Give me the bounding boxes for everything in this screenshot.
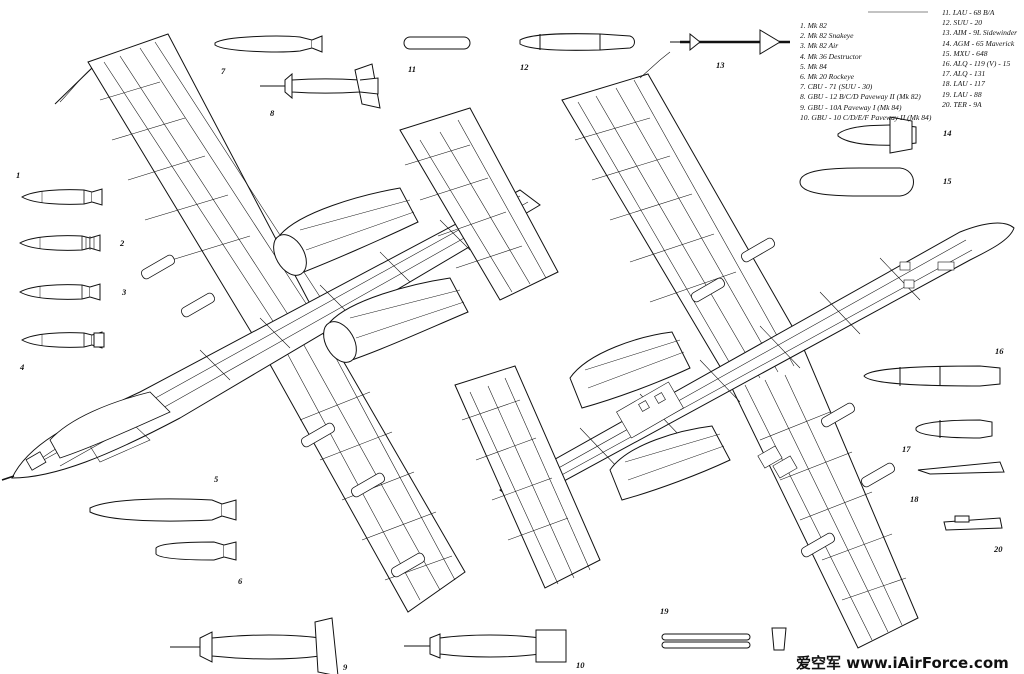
- store-14-agm65: [837, 116, 917, 154]
- store-12-suu20: [519, 33, 635, 51]
- canopy-top-view: [49, 391, 171, 459]
- item-number-15: 15: [943, 176, 952, 186]
- legend-item: 19. LAU - 88: [942, 89, 982, 99]
- store-19-lau88: [661, 627, 787, 651]
- store-13-aim9l: [670, 29, 790, 55]
- item-number-17: 17: [902, 444, 911, 454]
- item-number-16: 16: [995, 346, 1004, 356]
- legend-item: 12. SUU - 20: [942, 18, 983, 28]
- legend-item: 10. GBU - 10 C/D/E/F Paveway II (Mk 84): [800, 112, 932, 122]
- item-number-11: 11: [408, 64, 417, 74]
- legend-item: 17. ALQ - 131: [942, 69, 986, 79]
- store-11-lau68: [403, 36, 471, 50]
- item-number-5: 5: [214, 474, 219, 484]
- legend-item: 2. Mk 82 Snakeye: [800, 31, 854, 41]
- store-16-alq119: [863, 365, 1001, 387]
- tail-stabilizer-bottom: [454, 365, 601, 589]
- item-number-2: 2: [120, 238, 125, 248]
- store-17-alq131: [915, 419, 993, 439]
- legend-item: 7. CBU - 71 (SUU - 30): [800, 82, 873, 92]
- item-number-14: 14: [943, 128, 952, 138]
- watermark-text: 爱空军 www.iAirForce.com: [796, 654, 1009, 672]
- store-18-lau117: [917, 461, 1005, 475]
- item-number-10: 10: [576, 660, 585, 670]
- item-number-7: 7: [221, 66, 226, 76]
- item-number-4: 4: [20, 362, 25, 372]
- store-6-mk20-rockeye: [155, 541, 237, 561]
- aircraft-bottom-view: [454, 51, 1015, 649]
- legend-item: 6. Mk 20 Rockeye: [800, 72, 854, 82]
- item-number-6: 6: [238, 576, 243, 586]
- store-20-ter9a: [943, 515, 1003, 531]
- legend-item: 18. LAU - 117: [942, 79, 985, 89]
- store-7-cbu71: [214, 35, 323, 53]
- item-number-19: 19: [660, 606, 669, 616]
- legend-item: 1. Mk 82: [800, 21, 827, 30]
- store-2-mk82-snakeye: [19, 234, 101, 252]
- store-5-mk84: [89, 498, 237, 522]
- legend-item: 13. AIM - 9L Sidewinder: [942, 28, 1018, 38]
- fuselage-bottom-view: [499, 222, 1015, 506]
- legend-item: 9. GBU - 10A Paveway I (Mk 84): [800, 102, 902, 112]
- aircraft-top-view: [1, 33, 559, 613]
- store-9-gbu10a: [170, 617, 339, 674]
- legend-item: 14. AGM - 65 Maverick: [942, 38, 1015, 48]
- legend-item: 5. Mk 84: [800, 61, 827, 71]
- legend-item: 15. MXU - 648: [942, 48, 988, 58]
- legend-item: 4. Mk 36 Destructor: [800, 51, 862, 61]
- item-number-8: 8: [270, 108, 275, 118]
- item-number-18: 18: [910, 494, 919, 504]
- store-4-mk36-destructor: [21, 331, 105, 349]
- legend-item: 20. TER - 9A: [942, 99, 982, 109]
- item-number-13: 13: [716, 60, 725, 70]
- legend-item: 8. GBU - 12 B/C/D Paveway II (Mk 82): [800, 92, 921, 102]
- legend-right-column: 11. LAU - 68 B/A 12. SUU - 20 13. AIM - …: [942, 8, 1024, 110]
- engine-nacelles-top: [273, 187, 469, 363]
- store-1-mk82: [21, 188, 103, 206]
- store-3-mk82-air: [19, 283, 101, 301]
- item-number-1: 1: [16, 170, 21, 180]
- store-15-mxu648: [799, 167, 914, 197]
- item-number-20: 20: [994, 544, 1003, 554]
- legend-item: 3. Mk 82 Air: [800, 41, 839, 51]
- engine-nacelles-bottom: [569, 331, 731, 501]
- watermark: 爱空军 www.iAirForce.com: [788, 650, 1024, 674]
- item-number-12: 12: [520, 62, 529, 72]
- legend-item: 16. ALQ - 119 (V) - 15: [942, 59, 1011, 69]
- legend-left-column: 1. Mk 82 2. Mk 82 Snakeye 3. Mk 82 Air 4…: [800, 21, 940, 123]
- legend-item: 11. LAU - 68 B/A: [942, 8, 995, 17]
- item-number-9: 9: [343, 662, 348, 672]
- store-10-gbu10cdef: [404, 629, 567, 663]
- store-8-gbu12: [260, 63, 381, 109]
- tail-stabilizer-top: [399, 107, 559, 301]
- item-number-3: 3: [122, 287, 127, 297]
